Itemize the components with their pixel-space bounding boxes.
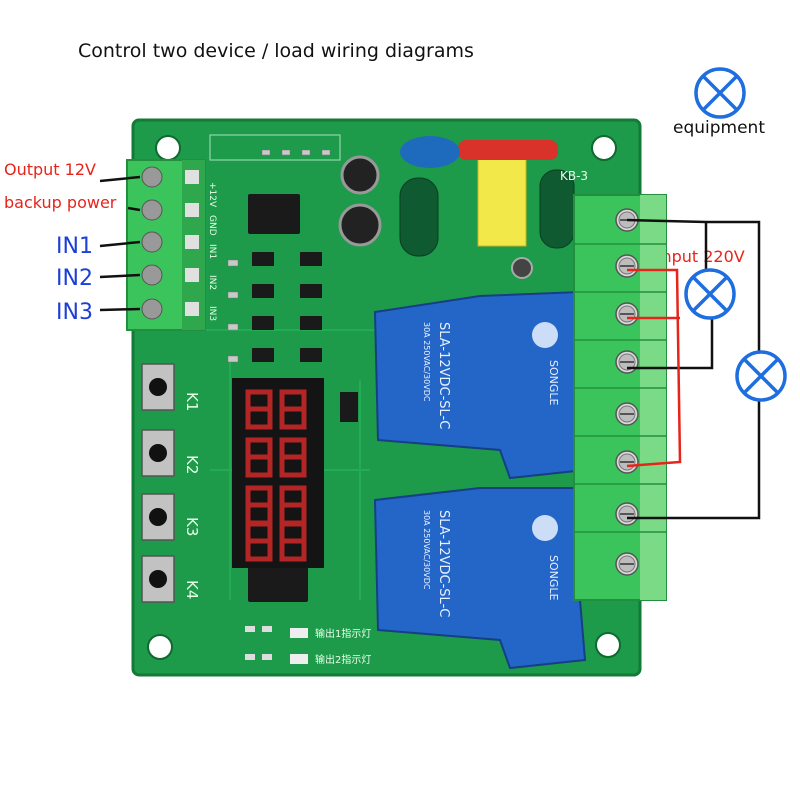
button-k2-label: K2: [183, 455, 201, 474]
terminal-label-in1: IN1: [207, 244, 217, 259]
equipment-lamp-icon: [694, 67, 746, 119]
input-wires: [99, 175, 141, 312]
relay-2-rating: 30A 250VAC/30VDC: [422, 510, 431, 590]
in2-label: IN2: [56, 266, 93, 291]
terminal-label-in2: IN2: [207, 275, 217, 290]
output-terminal-block: [573, 194, 667, 601]
diagram-title: Control two device / load wiring diagram…: [78, 40, 474, 62]
in1-label: IN1: [56, 234, 93, 259]
indicator-2-label: 输出2指示灯: [315, 653, 371, 666]
relay-2-model: SLA-12VDC-SL-C: [436, 510, 451, 617]
button-k3-label: K3: [183, 517, 201, 536]
relay-1: SLA-12VDC-SL-C SONGLE 30A 250VAC/30VDC: [373, 290, 587, 480]
smd-components: [227, 149, 331, 363]
load-1-lamp-icon: [684, 268, 736, 320]
input-voltage-label: input 220V: [657, 247, 745, 266]
mount-hole: [595, 632, 621, 658]
terminal-label-gnd: GND: [207, 215, 217, 236]
button-k1-label: K1: [183, 392, 201, 411]
load-2-lamp-icon: [735, 350, 787, 402]
capacitors: [338, 136, 575, 279]
terminal-label-in3: IN3: [207, 306, 217, 321]
relay-2-logo: [532, 515, 558, 541]
output-12v-label: Output 12V: [4, 160, 96, 179]
ic-chips: [248, 194, 358, 602]
button-k4-label: K4: [183, 580, 201, 599]
mount-hole: [155, 135, 181, 161]
relay-1-logo: [532, 322, 558, 348]
board-model: KB-3: [560, 169, 588, 183]
relay-1-model: SLA-12VDC-SL-C: [436, 322, 451, 429]
mount-hole: [147, 634, 173, 660]
indicator-1-label: 输出1指示灯: [315, 627, 371, 640]
relay-2: SLA-12VDC-SL-C SONGLE 30A 250VAC/30VDC: [373, 487, 587, 670]
terminal-label-12v: +12V: [207, 182, 217, 208]
relay-1-rating: 30A 250VAC/30VDC: [422, 322, 431, 402]
relay-1-brand: SONGLE: [547, 360, 560, 406]
seven-segment-display: [232, 378, 324, 568]
push-buttons: [141, 363, 175, 603]
equipment-label: equipment: [673, 118, 765, 138]
input-terminal-block: [126, 159, 206, 331]
in3-label: IN3: [56, 300, 93, 325]
relay-2-brand: SONGLE: [547, 555, 560, 601]
backup-power-label: backup power: [4, 193, 117, 212]
mount-hole: [591, 135, 617, 161]
indicator-leds: [245, 626, 308, 664]
